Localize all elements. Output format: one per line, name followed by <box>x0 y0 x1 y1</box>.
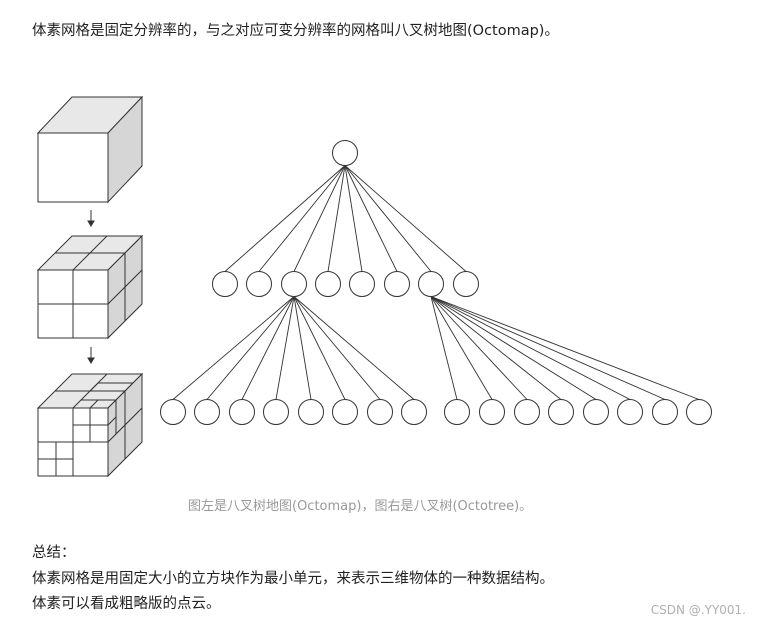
octomap-cube-level-2 <box>36 372 144 478</box>
octomap-diagram <box>36 95 144 478</box>
summary-line-2: 体素可以看成粗略版的点云。 <box>32 596 221 612</box>
tree-edge <box>293 165 346 272</box>
tree-edge <box>430 296 700 400</box>
tree-leaf-node <box>229 399 255 425</box>
tree-leaf-node <box>444 399 470 425</box>
tree-edge <box>430 296 458 400</box>
octomap-cube-level-1 <box>36 234 144 340</box>
tree-leaf-node <box>479 399 505 425</box>
tree-edge <box>172 296 295 400</box>
tree-leaf-node <box>298 399 324 425</box>
tree-level1-node <box>315 271 341 297</box>
tree-leaf-node <box>686 399 712 425</box>
tree-leaf-node <box>263 399 289 425</box>
tree-edge <box>293 296 415 400</box>
tree-level1-node <box>212 271 238 297</box>
tree-leaf-node <box>194 399 220 425</box>
tree-edge <box>224 165 346 272</box>
octotree-diagram <box>160 140 712 425</box>
tree-edge <box>241 296 295 400</box>
tree-root-node <box>332 140 358 166</box>
tree-edge <box>430 296 597 400</box>
tree-leaf-node <box>367 399 393 425</box>
summary-line-1: 体素网格是用固定大小的立方块作为最小单元，来表示三维物体的一种数据结构。 <box>32 571 554 587</box>
tree-edge <box>327 165 346 272</box>
tree-level1-node <box>453 271 479 297</box>
tree-leaf-node <box>583 399 609 425</box>
tree-edge <box>344 165 432 272</box>
tree-edge <box>430 296 528 400</box>
tree-leaf-node <box>332 399 358 425</box>
tree-level1-node <box>349 271 375 297</box>
arrow-down-icon <box>87 210 95 227</box>
summary-heading: 总结： <box>32 545 76 561</box>
tree-edge <box>344 165 363 272</box>
tree-leaf-node <box>401 399 427 425</box>
tree-edge <box>206 296 295 400</box>
tree-leaf-node <box>514 399 540 425</box>
tree-edge <box>293 296 312 400</box>
tree-leaf-node <box>160 399 186 425</box>
tree-level1-node <box>384 271 410 297</box>
tree-level1-node <box>281 271 307 297</box>
tree-edge <box>258 165 346 272</box>
tree-level1-node <box>418 271 444 297</box>
tree-edge <box>293 296 346 400</box>
tree-leaf-node <box>548 399 574 425</box>
octomap-cube-level-0 <box>36 95 144 204</box>
tree-edge <box>344 165 467 272</box>
tree-leaf-node <box>617 399 643 425</box>
tree-edge <box>430 296 631 400</box>
figure-caption: 图左是八叉树地图(Octomap)，图右是八叉树(Octotree)。 <box>188 499 533 514</box>
tree-edge <box>430 296 666 400</box>
tree-edge <box>430 296 493 400</box>
intro-paragraph: 体素网格是固定分辨率的，与之对应可变分辨率的网格叫八叉树地图(Octomap)。 <box>32 23 559 39</box>
tree-edge <box>293 296 381 400</box>
arrow-down-icon <box>87 347 95 364</box>
tree-edge <box>344 165 398 272</box>
tree-edge <box>430 296 562 400</box>
csdn-watermark: CSDN @.YY001. <box>650 603 746 617</box>
tree-edge <box>275 296 295 400</box>
tree-level1-node <box>246 271 272 297</box>
tree-leaf-node <box>652 399 678 425</box>
